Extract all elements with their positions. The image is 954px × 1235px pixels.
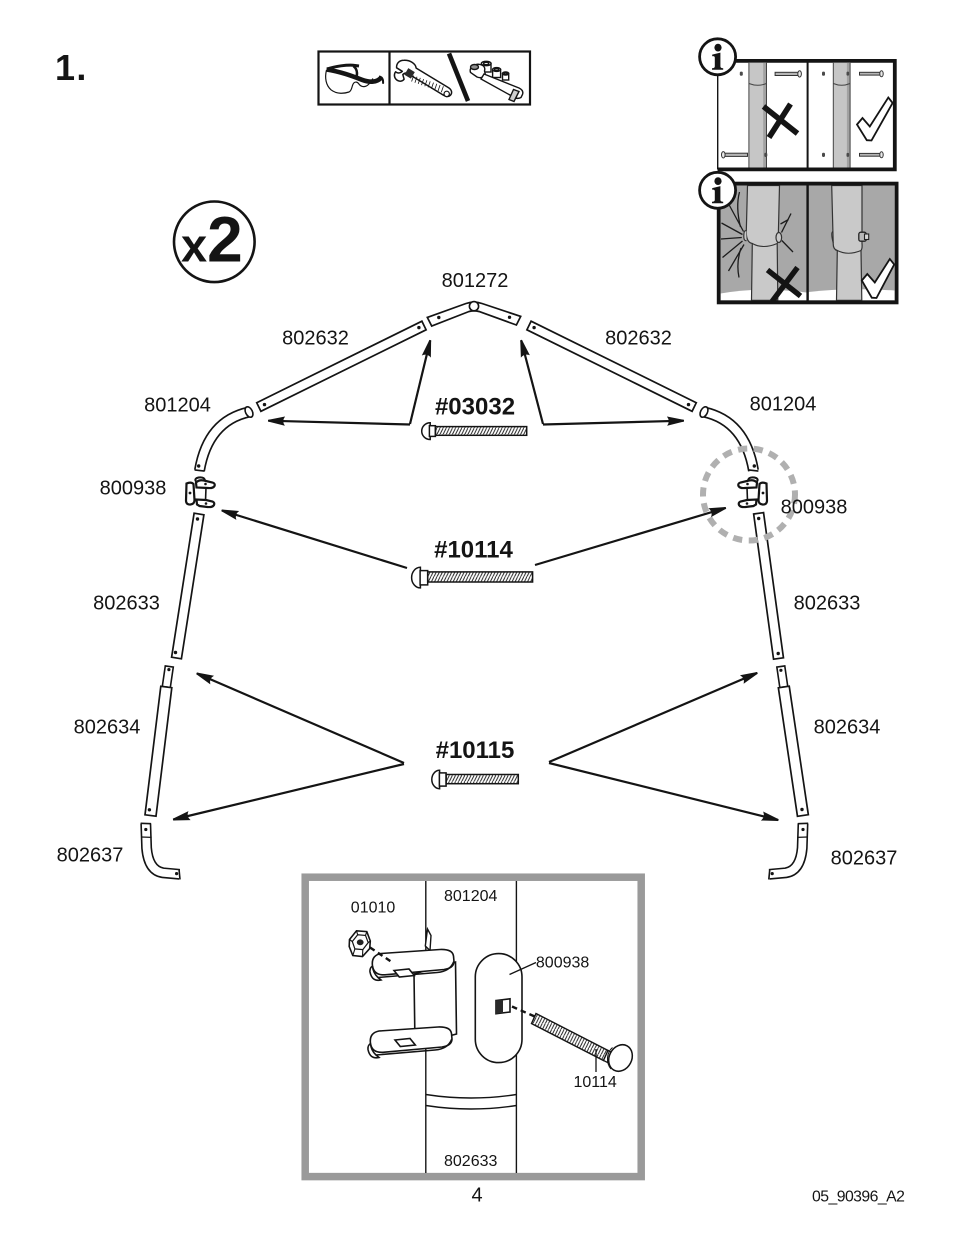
svg-text:802633: 802633 (794, 593, 861, 615)
svg-text:802637: 802637 (57, 845, 124, 867)
svg-text:802634: 802634 (74, 717, 141, 739)
svg-text:802633: 802633 (444, 1153, 497, 1170)
svg-text:800938: 800938 (100, 478, 167, 500)
svg-text:#10114: #10114 (434, 537, 513, 564)
svg-text:802637: 802637 (831, 848, 898, 870)
svg-text:10114: 10114 (574, 1074, 617, 1091)
svg-text:#10115: #10115 (436, 737, 515, 764)
svg-text:802632: 802632 (282, 328, 349, 350)
svg-text:#03032: #03032 (435, 394, 515, 421)
svg-text:801204: 801204 (444, 888, 497, 905)
svg-text:801204: 801204 (144, 395, 211, 417)
svg-text:800938: 800938 (536, 955, 589, 972)
svg-text:x2: x2 (181, 204, 243, 276)
svg-text:802634: 802634 (814, 717, 881, 739)
svg-text:802633: 802633 (93, 593, 160, 615)
svg-text:802632: 802632 (605, 328, 672, 350)
svg-text:800938: 800938 (781, 497, 848, 519)
svg-text:1.: 1. (55, 47, 88, 88)
svg-text:801204: 801204 (750, 394, 817, 416)
svg-text:4: 4 (471, 1185, 482, 1207)
svg-text:01010: 01010 (351, 900, 396, 917)
svg-text:801272: 801272 (442, 270, 509, 292)
svg-text:05_90396_A2: 05_90396_A2 (812, 1188, 904, 1205)
